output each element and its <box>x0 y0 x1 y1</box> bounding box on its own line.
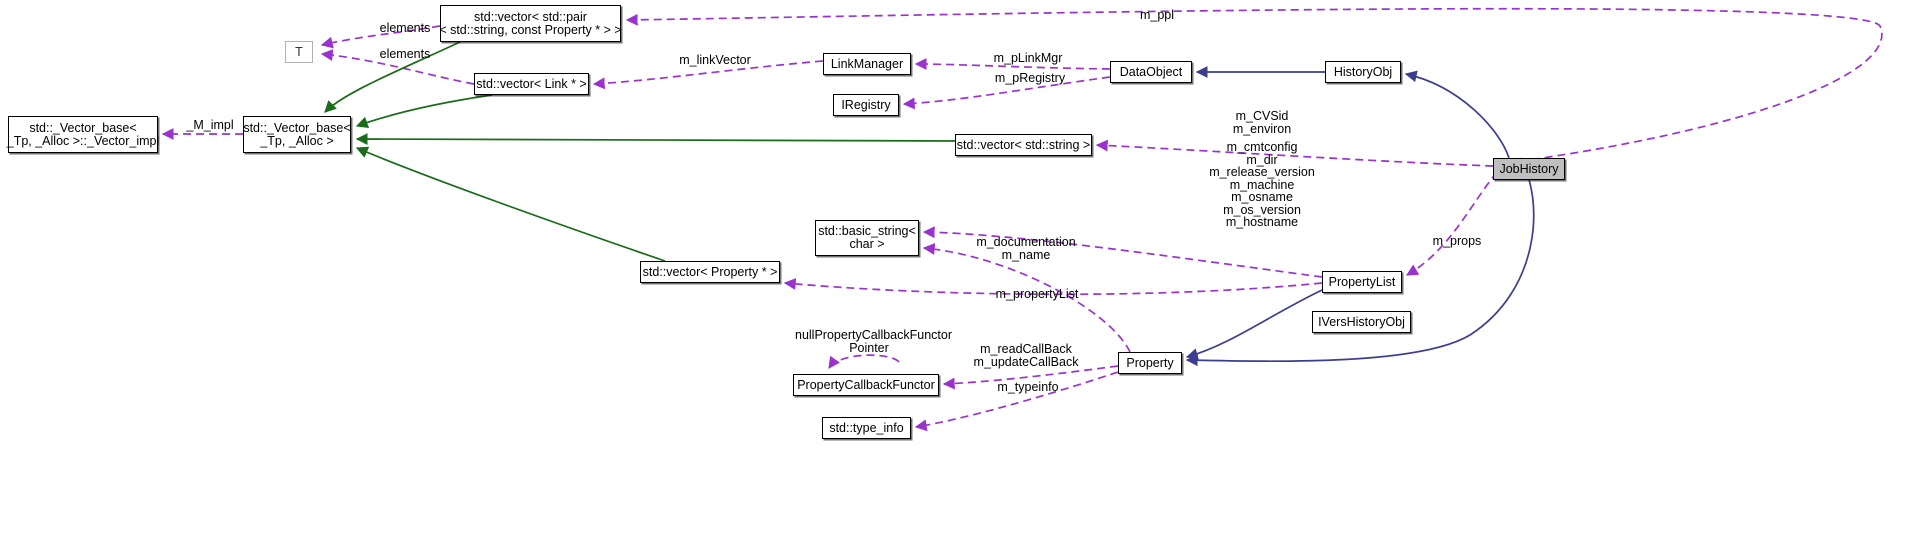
node-iregistry[interactable]: IRegistry <box>833 94 899 116</box>
node-link-manager[interactable]: LinkManager <box>823 53 911 75</box>
node-job-history[interactable]: JobHistory <box>1493 158 1565 180</box>
edge-label-m-typeinfo: m_typeinfo <box>997 380 1059 394</box>
edge-label-jobhistory-members-top: m_CVSid m_environ <box>1232 109 1292 136</box>
node-std-type-info[interactable]: std::type_info <box>822 417 911 439</box>
node-vector-property[interactable]: std::vector< Property * > <box>640 261 780 283</box>
edge-label-m-props: m_props <box>1432 234 1482 248</box>
edge-label-m-documentation-m-name: m_documentation m_name <box>976 235 1076 262</box>
node-vector-pair-string-property[interactable]: std::vector< std::pair < std::string, co… <box>439 5 622 42</box>
edge-label-m-impl: _M_impl <box>186 118 234 132</box>
edge-label-elements-1: elements <box>379 21 431 35</box>
association-edges <box>161 7 1883 432</box>
edge-label-m-pregistry: m_pRegistry <box>994 71 1066 85</box>
node-property-list[interactable]: PropertyList <box>1322 271 1402 293</box>
node-property[interactable]: Property <box>1118 352 1182 374</box>
edge-label-m-link-vector: m_linkVector <box>679 53 751 67</box>
node-t[interactable]: T <box>285 41 313 63</box>
edge-label-m-ppl: m_ppl <box>1139 8 1175 22</box>
node-data-object[interactable]: DataObject <box>1110 61 1192 83</box>
inheritance-edges-navy <box>1185 66 1535 367</box>
edge-label-null-property-callback-functor-pointer: nullPropertyCallbackFunctor Pointer <box>795 328 953 355</box>
node-vector-string[interactable]: std::vector< std::string > <box>955 134 1092 156</box>
edge-label-m-plinkmgr: m_pLinkMgr <box>993 51 1063 65</box>
node-history-obj[interactable]: HistoryObj <box>1325 61 1401 83</box>
node-vector-link[interactable]: std::vector< Link * > <box>474 73 589 95</box>
node-vector-base-impl[interactable]: std::_Vector_base< _Tp, _Alloc >::_Vecto… <box>7 116 159 153</box>
edge-label-m-property-list: m_propertyList <box>995 287 1079 301</box>
node-vector-base[interactable]: std::_Vector_base< _Tp, _Alloc > <box>243 116 351 153</box>
node-property-callback-functor[interactable]: PropertyCallbackFunctor <box>793 374 939 396</box>
inheritance-edges-green <box>324 41 956 262</box>
edge-label-jobhistory-members-bottom: m_cmtconfig m_dir m_release_version m_ma… <box>1209 140 1315 229</box>
edge-label-m-read-update-callback: m_readCallBack m_updateCallBack <box>973 342 1079 369</box>
node-basic-string-char[interactable]: std::basic_string< char > <box>815 220 919 256</box>
node-ivers-history-obj[interactable]: IVersHistoryObj <box>1312 311 1411 333</box>
edge-label-elements-2: elements <box>379 47 431 61</box>
